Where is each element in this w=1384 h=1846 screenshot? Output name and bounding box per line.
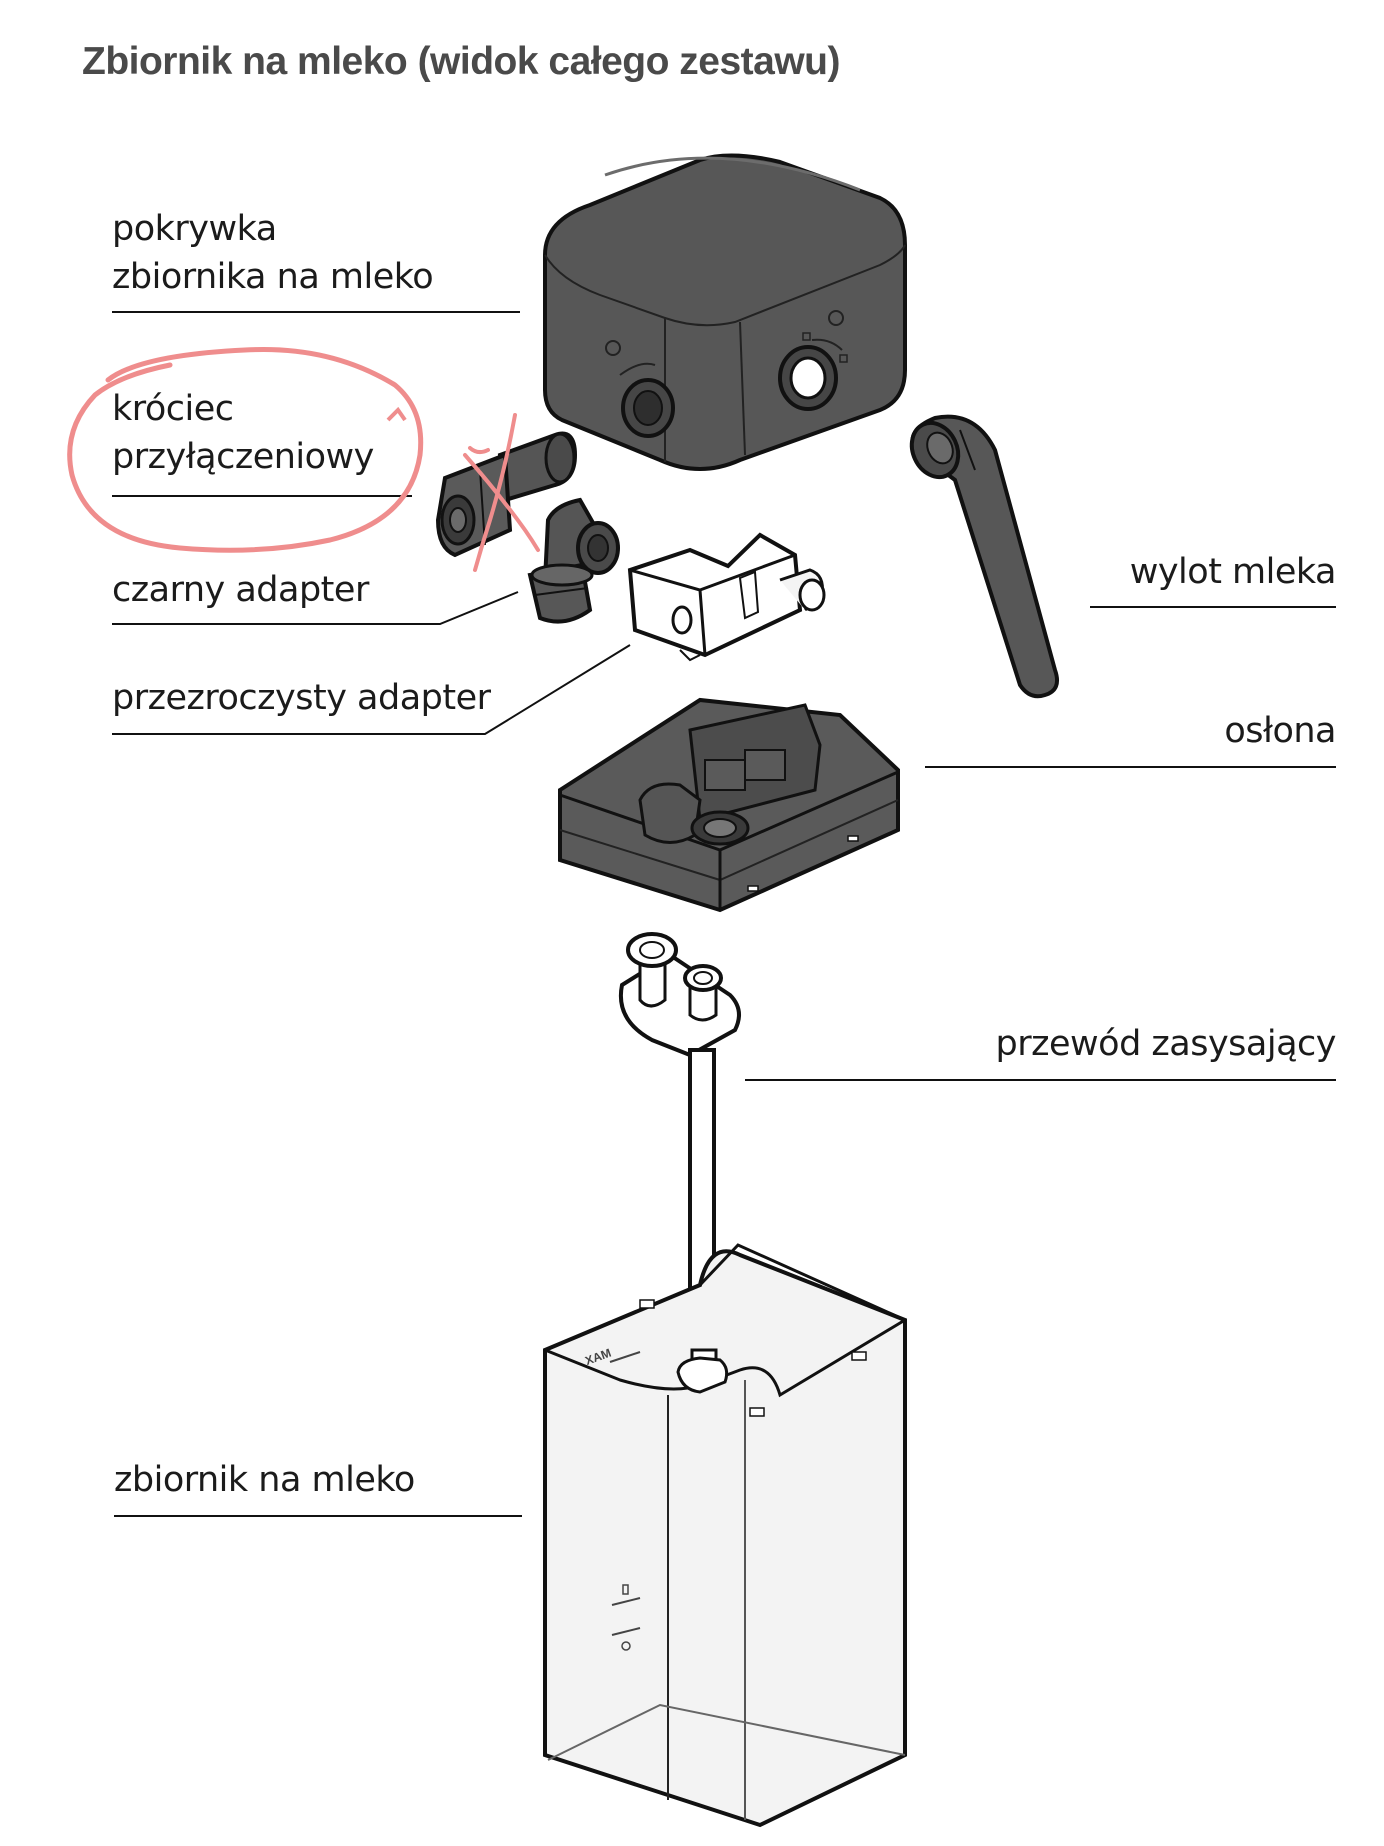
label-lid-line2: zbiornika na mleko	[112, 257, 434, 297]
label-connector: króciec przyłączeniowy	[112, 385, 374, 481]
leader-clear-adapter	[112, 644, 631, 735]
label-clear-adapter: przezroczysty adapter	[112, 678, 491, 718]
label-connector-line1: króciec	[112, 389, 234, 429]
label-milk-outlet: wylot mleka	[1129, 552, 1337, 592]
lock-icon	[802, 332, 811, 341]
label-suction-tube: przewód zasysający	[995, 1024, 1337, 1064]
page-title: Zbiornik na mleko (widok całego zestawu)	[82, 40, 840, 83]
annotation-circle-icon	[67, 346, 424, 553]
leader-black-adapter	[112, 591, 519, 625]
clear-adapter-part	[627, 532, 826, 662]
label-black-adapter: czarny adapter	[112, 570, 369, 610]
label-milk-container: zbiornik na mleko	[114, 1460, 415, 1500]
lid-dial-1-icon	[811, 310, 844, 351]
lid-part	[543, 153, 907, 471]
label-connector-line2: przyłączeniowy	[112, 437, 374, 477]
black-adapter-part	[527, 497, 620, 624]
milk-outlet-part	[909, 414, 1059, 699]
cover-part	[558, 697, 900, 913]
label-cover: osłona	[1224, 711, 1336, 751]
lid-dial-2-icon	[605, 340, 656, 376]
leader-lines	[112, 311, 1336, 1517]
label-lid-line1: pokrywka	[112, 209, 277, 249]
annotation-cross-icon	[463, 413, 540, 572]
unlock-icon	[839, 354, 848, 363]
milk-container-part: MAX	[543, 1243, 907, 1828]
label-lid: pokrywka zbiornika na mleko	[112, 205, 434, 301]
connector-part	[435, 431, 578, 558]
